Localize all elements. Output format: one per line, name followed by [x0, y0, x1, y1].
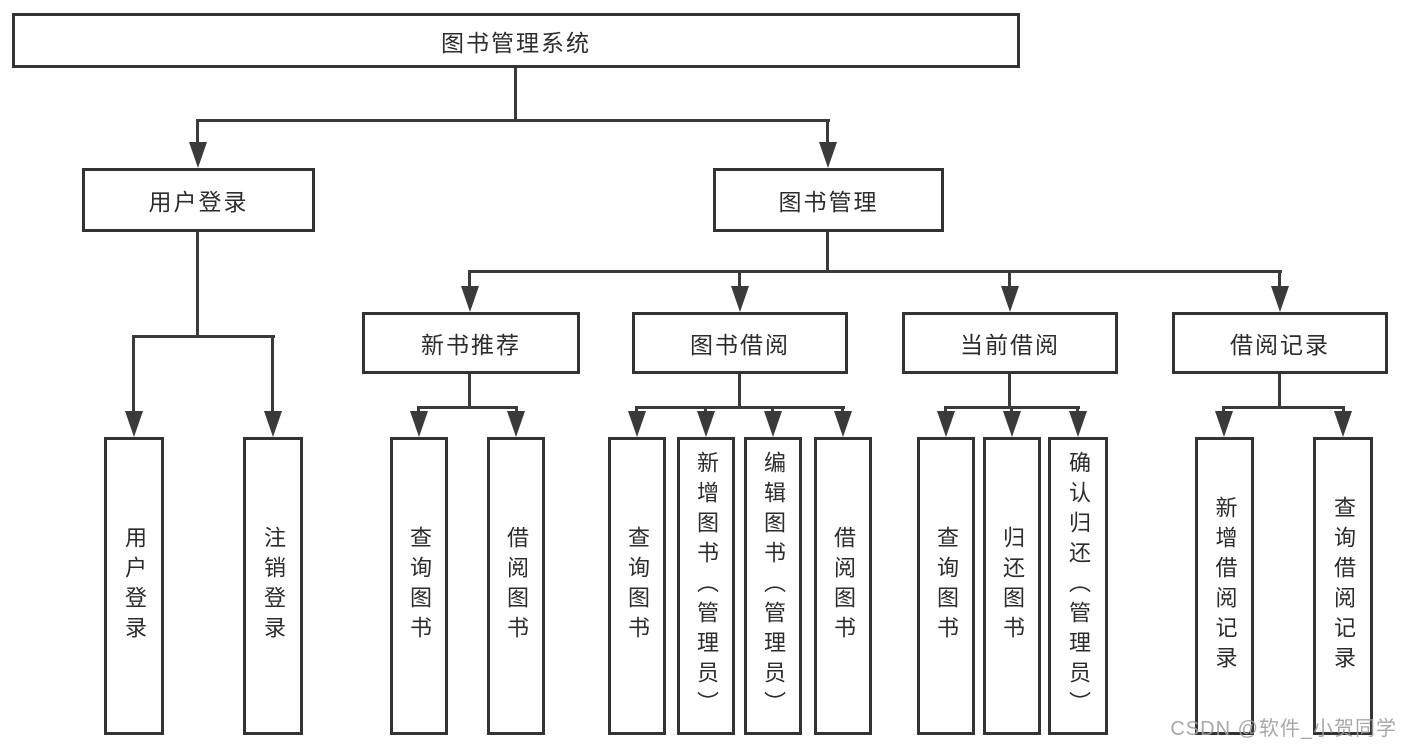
arrowhead-icon [764, 411, 782, 437]
node-borrow-record: 借阅记录 [1172, 312, 1388, 374]
leaf-edit-book-admin: 编辑图书（管理员） [744, 437, 802, 735]
leaf-confirm-return-admin: 确认归还（管理员） [1048, 437, 1108, 735]
leaf-query-book: 查询图书 [390, 437, 448, 735]
arrowhead-icon [697, 411, 715, 437]
connector-group-stub [468, 374, 471, 409]
connector-drop-book-mgmt [826, 119, 829, 146]
connector-group-bar [635, 406, 845, 409]
arrowhead-icon [264, 411, 282, 437]
leaf-query-book: 查询图书 [917, 437, 975, 735]
connector-user-login-bar [132, 335, 275, 338]
connector-drop-leaf [132, 335, 135, 415]
leaf-query-borrow-record: 查询借阅记录 [1313, 437, 1373, 735]
arrowhead-icon [461, 286, 479, 312]
leaf-query-book: 查询图书 [608, 437, 666, 735]
arrowhead-icon [819, 142, 837, 168]
leaf-return-book: 归还图书 [983, 437, 1041, 735]
arrowhead-icon [1271, 286, 1289, 312]
arrowhead-icon [1215, 411, 1233, 437]
connector-drop-group [1278, 270, 1281, 290]
connector-group-stub [1008, 374, 1011, 409]
watermark: CSDN @软件_小贺同学 [1170, 718, 1397, 740]
node-current-borrow: 当前借阅 [902, 312, 1118, 374]
connector-drop-leaf [271, 335, 274, 415]
arrowhead-icon [1003, 411, 1021, 437]
connector-user-login-stub [196, 232, 199, 338]
arrowhead-icon [507, 411, 525, 437]
node-new-book-rec: 新书推荐 [362, 312, 580, 374]
node-book-mgmt: 图书管理 [713, 168, 944, 232]
connector-level1-bar [196, 119, 830, 122]
leaf-borrow-book: 借阅图书 [487, 437, 545, 735]
arrowhead-icon [125, 411, 143, 437]
arrowhead-icon [410, 411, 428, 437]
connector-group-bar [1222, 406, 1345, 409]
connector-root-trunk [514, 68, 517, 122]
arrowhead-icon [937, 411, 955, 437]
connector-group-stub [1278, 374, 1281, 409]
arrowhead-icon [1069, 411, 1087, 437]
arrowhead-icon [628, 411, 646, 437]
leaf-borrow-book: 借阅图书 [814, 437, 872, 735]
leaf-logout: 注销登录 [243, 437, 303, 735]
arrowhead-icon [731, 286, 749, 312]
arrowhead-icon [189, 142, 207, 168]
leaf-add-borrow-record: 新增借阅记录 [1195, 437, 1254, 735]
node-user-login: 用户登录 [82, 168, 315, 232]
connector-drop-user-login [196, 119, 199, 146]
node-book-borrow: 图书借阅 [632, 312, 848, 374]
arrowhead-icon [1334, 411, 1352, 437]
node-root: 图书管理系统 [12, 13, 1020, 68]
connector-drop-group [468, 270, 471, 290]
arrowhead-icon [1001, 286, 1019, 312]
leaf-add-book-admin: 新增图书（管理员） [677, 437, 735, 735]
connector-drop-group [1008, 270, 1011, 290]
leaf-user-login: 用户登录 [104, 437, 164, 735]
connector-group-stub [738, 374, 741, 409]
connector-group-bar [417, 406, 518, 409]
connector-level3-bar [468, 270, 1282, 273]
arrowhead-icon [834, 411, 852, 437]
connector-book-mgmt-stub [826, 232, 829, 273]
connector-drop-group [738, 270, 741, 290]
